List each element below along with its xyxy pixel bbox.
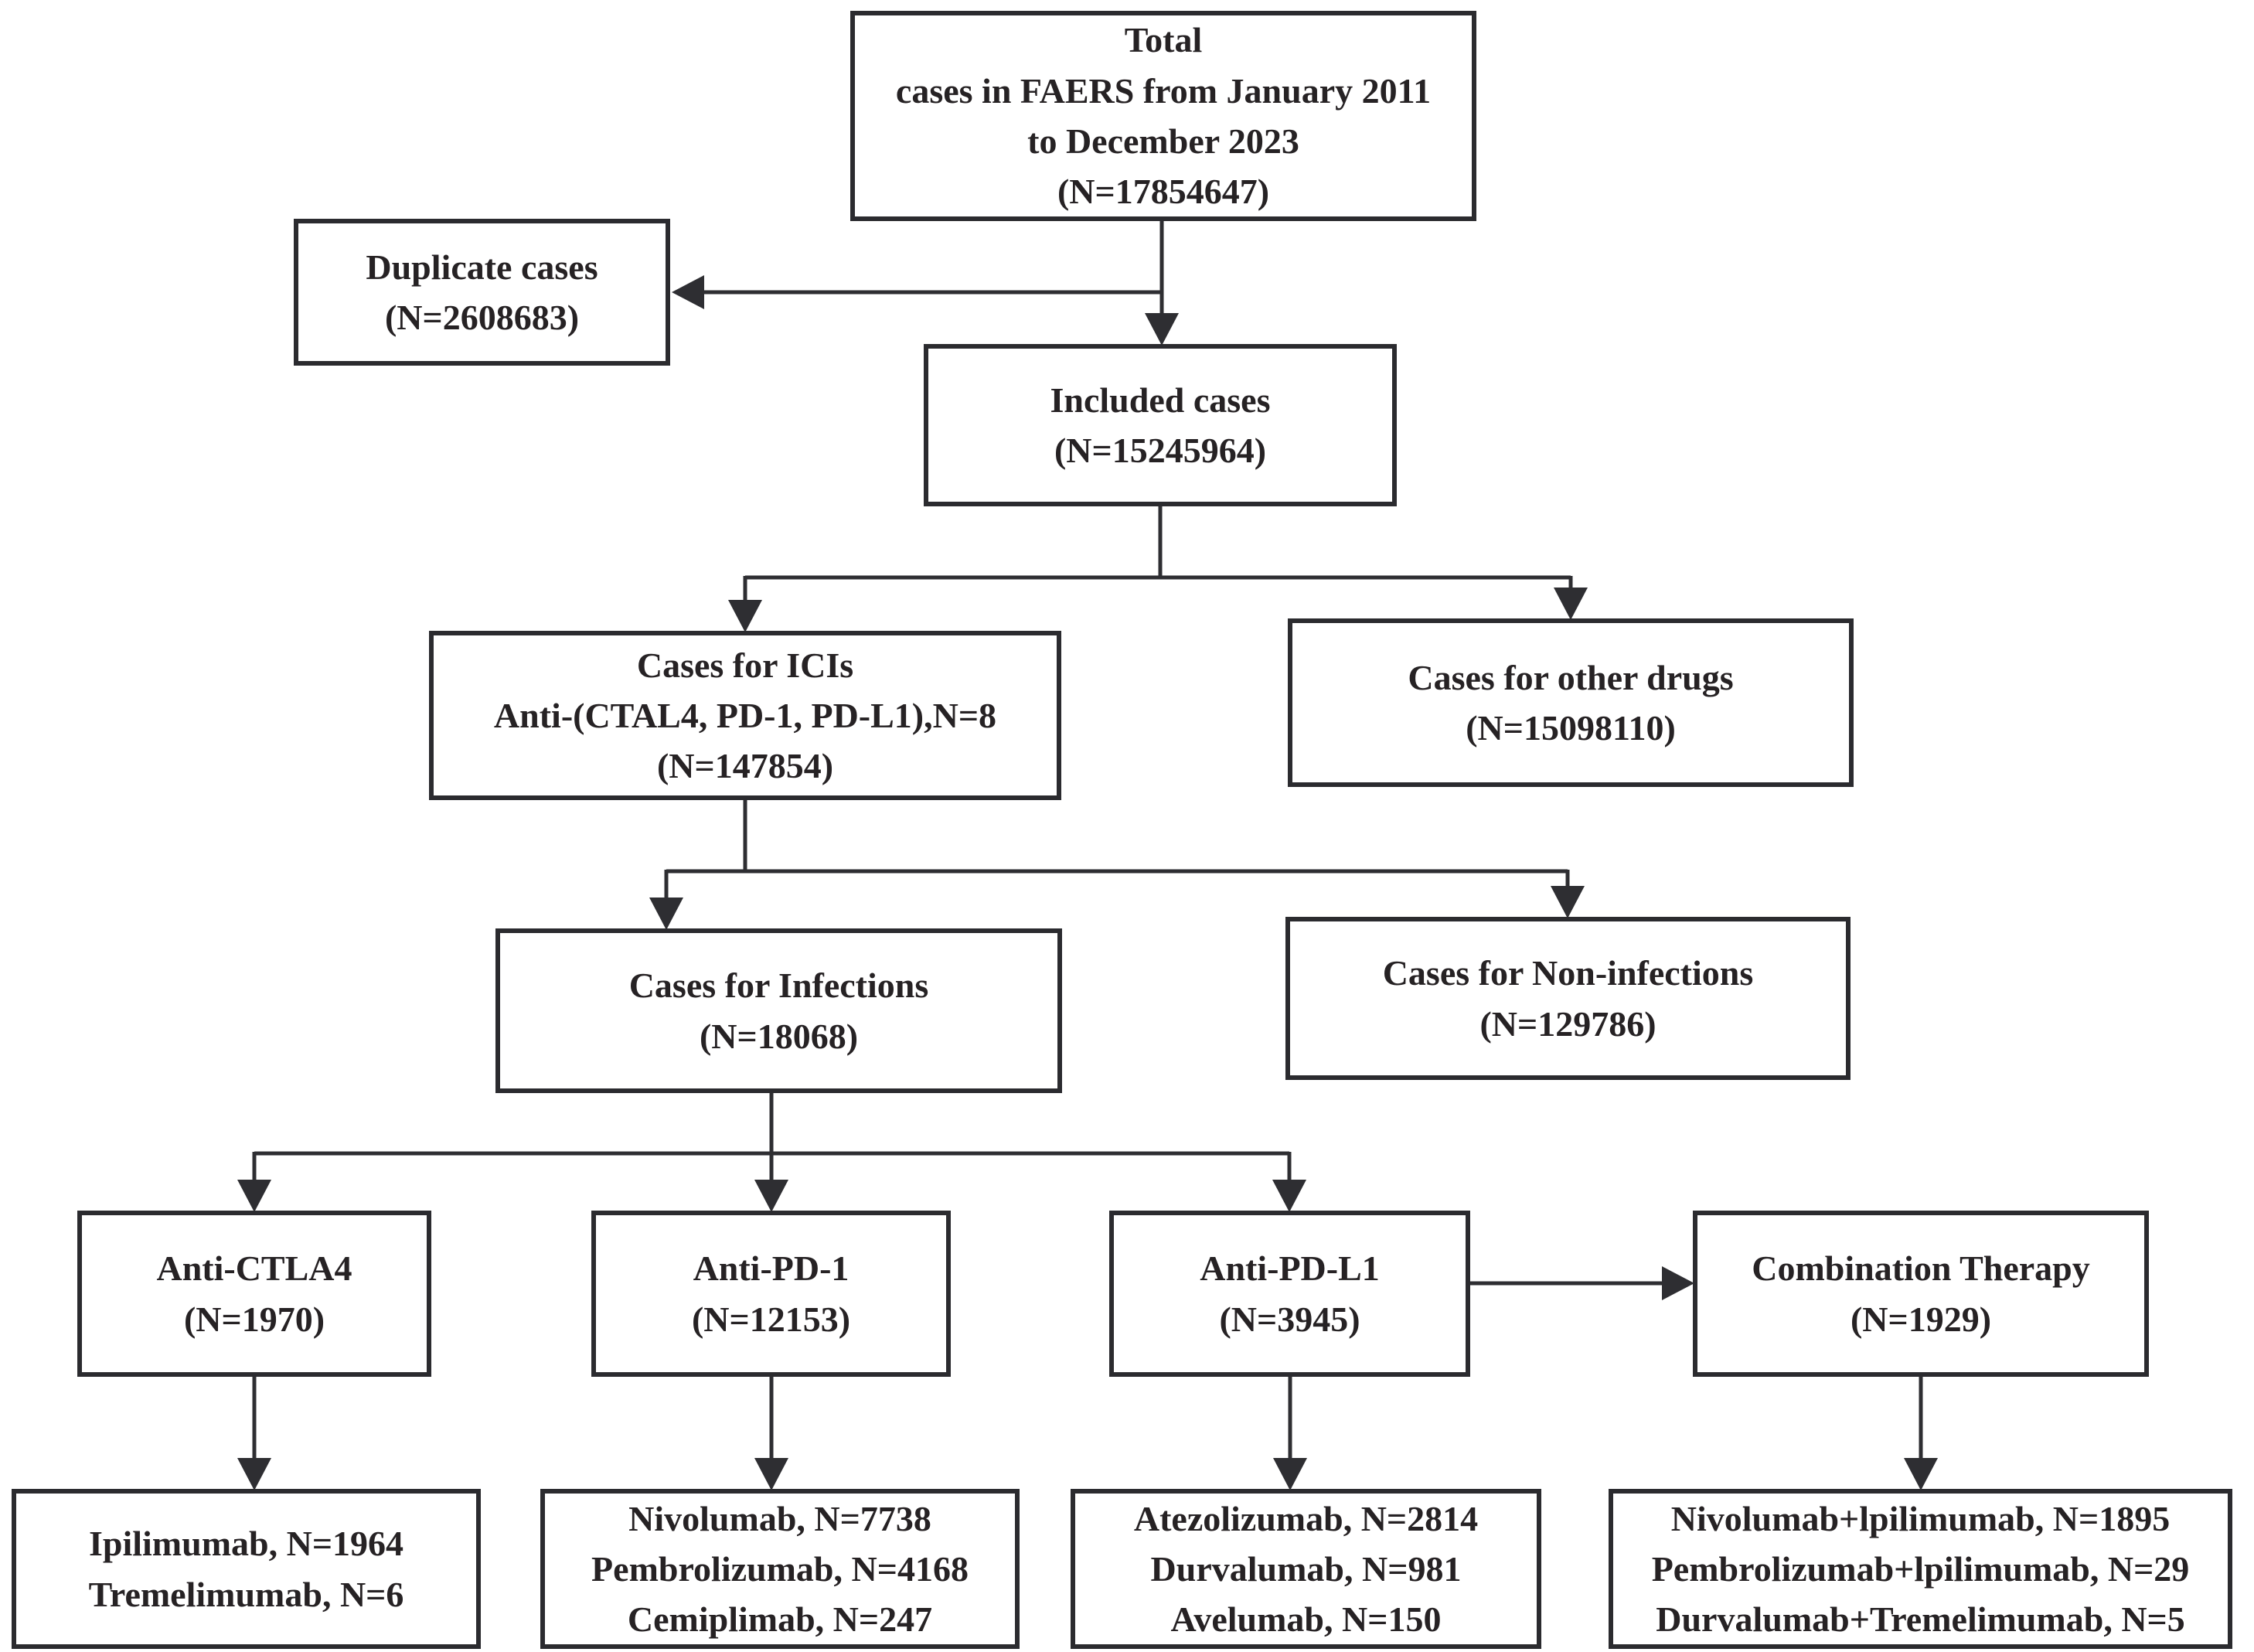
arrowhead-into-duplicate xyxy=(672,275,704,309)
node-text-line: (N=15098110) xyxy=(1466,708,1676,748)
node-text-line: Avelumab, N=150 xyxy=(1170,1599,1442,1640)
node-duplicate-cases: Duplicate cases (N=2608683) xyxy=(294,219,670,366)
connector-icis-split xyxy=(664,800,1570,899)
node-anti-pd1: Anti-PD-1 (N=12153) xyxy=(591,1211,951,1377)
node-text-line: Cases for Non-infections xyxy=(1382,953,1754,993)
node-text-line: cases in FAERS from January 2011 xyxy=(895,70,1432,111)
node-ctla4-drug-counts: Ipilimumab, N=1964 Tremelimumab, N=6 xyxy=(12,1489,481,1649)
node-total-cases: Total cases in FAERS from January 2011 t… xyxy=(850,11,1476,221)
node-pd1-drug-counts: Nivolumab, N=7738 Pembrolizumab, N=4168 … xyxy=(540,1489,1020,1649)
node-text-line: Anti-PD-1 xyxy=(693,1248,850,1289)
arrowhead-into-icis xyxy=(728,600,762,632)
node-text-line: Nivolumab, N=7738 xyxy=(628,1498,931,1538)
node-text-line: (N=1970) xyxy=(183,1299,325,1339)
arrowhead-into-ctla4-drugs xyxy=(237,1458,271,1490)
arrowhead-into-anti-ctla4 xyxy=(237,1180,271,1212)
node-text-line: Anti-PD-L1 xyxy=(1200,1248,1380,1289)
connector-drops-to-drugs xyxy=(252,1377,1923,1461)
arrowhead-into-non-infections xyxy=(1551,886,1585,918)
connector-included-split xyxy=(743,506,1573,603)
node-text-line: (N=15245964) xyxy=(1054,431,1267,470)
arrowhead-into-pd1-drugs xyxy=(754,1458,788,1490)
arrowhead-into-other-drugs xyxy=(1554,588,1588,620)
node-text-line: Total xyxy=(1124,20,1203,60)
node-cases-for-icis: Cases for ICIs Anti-(CTAL4, PD-1, PD-L1)… xyxy=(429,631,1061,800)
node-text-line: Cases for ICIs xyxy=(636,645,854,685)
arrowhead-into-pdl1-drugs xyxy=(1273,1458,1307,1490)
node-text-line: (N=2608683) xyxy=(384,298,580,337)
node-pdl1-drug-counts: Atezolizumab, N=2814 Durvalumab, N=981 A… xyxy=(1071,1489,1541,1649)
node-text-line: (N=12153) xyxy=(691,1299,851,1339)
node-included-cases: Included cases (N=15245964) xyxy=(924,344,1397,506)
node-cases-for-infections: Cases for Infections (N=18068) xyxy=(495,928,1062,1093)
node-text-line: Atezolizumab, N=2814 xyxy=(1133,1498,1479,1538)
node-text-line: Durvalumab+Tremelimumab, N=5 xyxy=(1656,1599,2185,1640)
node-combination-therapy: Combination Therapy (N=1929) xyxy=(1693,1211,2149,1377)
node-text-line: (N=147854) xyxy=(656,746,834,786)
arrowhead-into-included xyxy=(1145,313,1179,346)
node-text-line: Pembrolizumab, N=4168 xyxy=(591,1548,969,1589)
node-cases-for-non-infections: Cases for Non-infections (N=129786) xyxy=(1285,917,1851,1080)
node-text-line: Cases for Infections xyxy=(628,966,929,1006)
connector-infections-split xyxy=(252,1093,1292,1183)
node-text-line: Durvalumab, N=981 xyxy=(1150,1548,1462,1589)
node-text-line: Included cases xyxy=(1050,380,1271,420)
node-text-line: (N=18068) xyxy=(699,1016,859,1056)
node-text-line: (N=129786) xyxy=(1479,1003,1656,1044)
node-anti-ctla4: Anti-CTLA4 (N=1970) xyxy=(77,1211,431,1377)
node-combination-drug-counts: Nivolumab+lpilimumab, N=1895 Pembrolizum… xyxy=(1609,1489,2232,1649)
node-text-line: Cases for other drugs xyxy=(1408,657,1734,697)
node-text-line: to December 2023 xyxy=(1027,121,1299,161)
arrowhead-into-anti-pdl1 xyxy=(1272,1180,1306,1212)
node-text-line: Tremelimumab, N=6 xyxy=(88,1574,404,1614)
node-text-line: (N=17854647) xyxy=(1057,172,1270,212)
node-text-line: Combination Therapy xyxy=(1752,1248,2090,1289)
arrowhead-into-infections xyxy=(649,898,683,930)
node-text-line: Duplicate cases xyxy=(366,247,598,287)
node-text-line: (N=1929) xyxy=(1850,1299,1992,1339)
arrowhead-into-combo-drugs xyxy=(1904,1458,1938,1490)
arrowhead-into-combination xyxy=(1662,1266,1694,1300)
node-text-line: Nivolumab+lpilimumab, N=1895 xyxy=(1670,1498,2171,1538)
node-text-line: Cemiplimab, N=247 xyxy=(627,1599,933,1640)
arrowhead-into-anti-pd1 xyxy=(754,1180,788,1212)
node-text-line: (N=3945) xyxy=(1219,1299,1360,1339)
node-cases-for-other-drugs: Cases for other drugs (N=15098110) xyxy=(1288,618,1854,787)
node-text-line: Anti-CTLA4 xyxy=(156,1248,352,1289)
node-text-line: Pembrolizumab+lpilimumab, N=29 xyxy=(1651,1548,2190,1589)
node-anti-pdl1: Anti-PD-L1 (N=3945) xyxy=(1109,1211,1470,1377)
node-text-line: Ipilimumab, N=1964 xyxy=(88,1524,404,1564)
node-text-line: Anti-(CTAL4, PD-1, PD-L1),N=8 xyxy=(493,695,997,735)
